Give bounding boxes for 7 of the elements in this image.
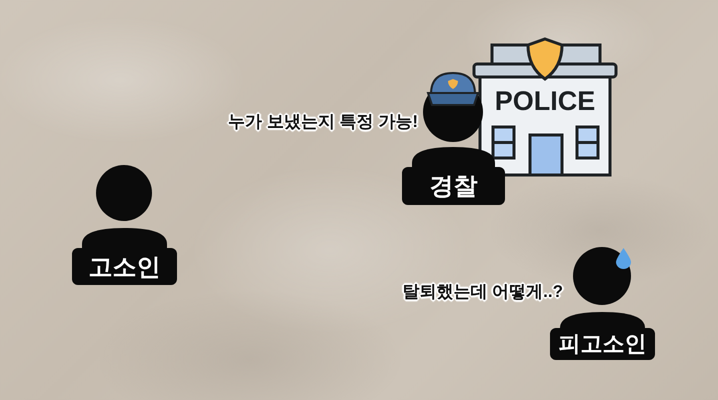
name-tag: 고소인 [72,248,177,285]
person-figure [72,165,177,285]
name-tag: 피고소인 [550,328,655,360]
speech-text: 누가 보냈는지 특정 가능! [228,111,418,133]
sign-text: POLICE [494,85,596,117]
speech-text: 탈퇴했는데 어떻게..? [402,281,563,303]
name-tag: 경찰 [402,167,505,205]
